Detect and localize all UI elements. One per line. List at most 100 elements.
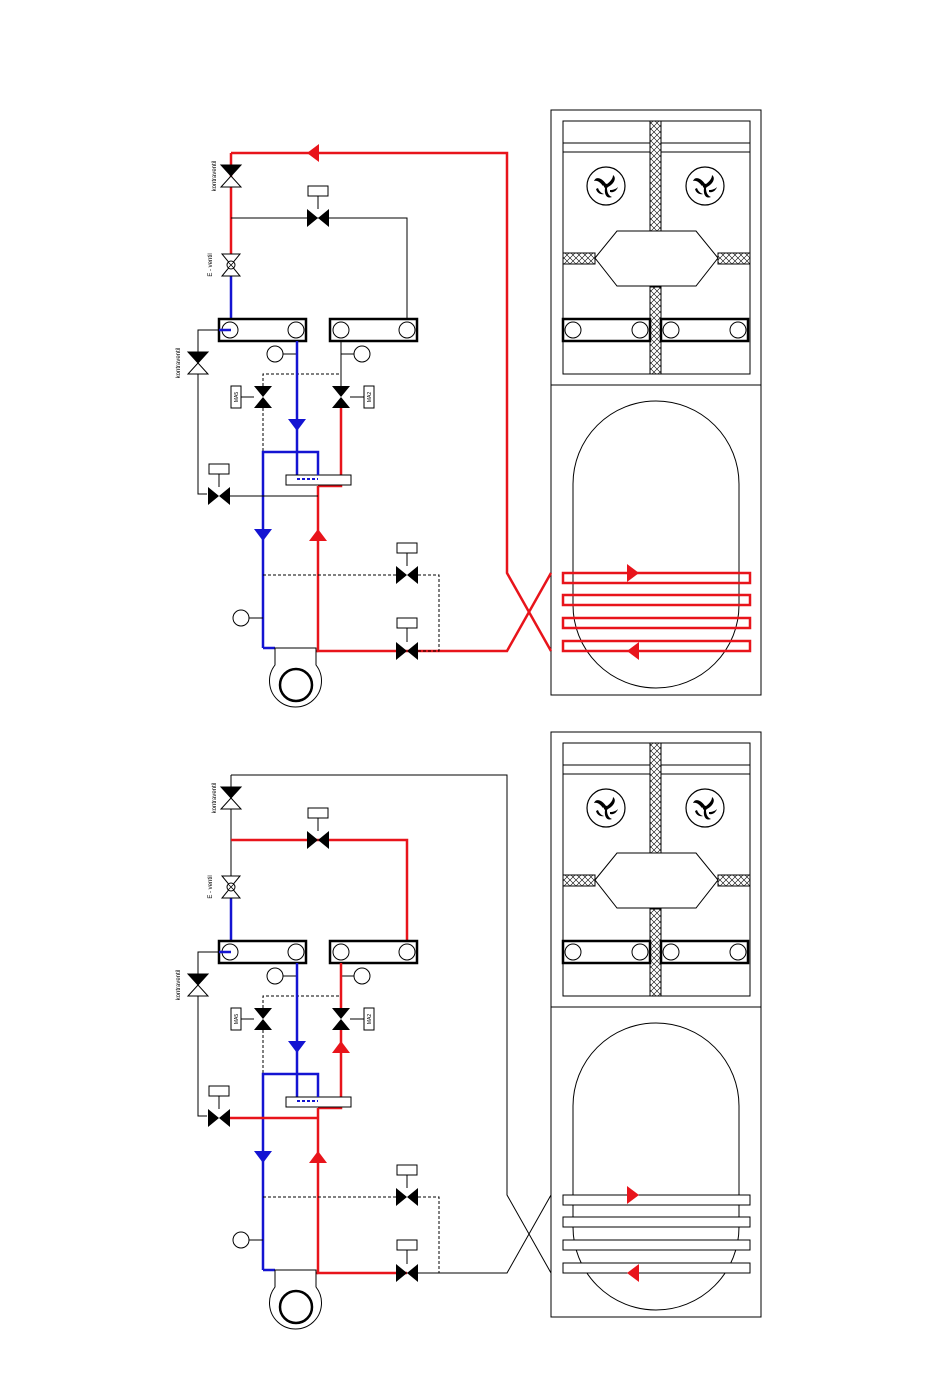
fan-icon (587, 167, 625, 205)
ma2-label: MA2 (367, 392, 373, 403)
coil-port (565, 322, 581, 338)
main-valve (396, 1264, 418, 1282)
check-valve (221, 165, 241, 187)
check-valve (188, 974, 208, 996)
hot-pipe (318, 1030, 341, 1108)
bypass-valve (396, 1188, 418, 1206)
fan-icon (686, 167, 724, 205)
check-valve (221, 787, 241, 809)
e-valve (222, 254, 240, 276)
hatched-divider (650, 909, 661, 996)
fan-icon (587, 789, 625, 827)
hatched-divider (650, 287, 661, 374)
sensor-icon (233, 610, 249, 626)
coil-loop (563, 1195, 750, 1205)
coil-loop (563, 1217, 750, 1227)
sensor-icon (354, 968, 370, 984)
heat-exchanger (595, 853, 718, 908)
bypass-pipe (231, 218, 407, 330)
ma5-label: MA5 (234, 392, 240, 403)
supply-pipe (407, 1195, 551, 1273)
control-line (263, 374, 341, 386)
check-valve-label: kontraventil (212, 161, 218, 192)
coil-port (730, 944, 746, 960)
ma5-valve (254, 1008, 272, 1030)
check-valve-label: kontraventil (176, 348, 182, 379)
ventilation-unit (551, 732, 761, 1317)
coil-port (730, 322, 746, 338)
bypass-valve (307, 831, 329, 849)
ventilation-unit (551, 110, 761, 695)
pump-rotor (280, 1291, 312, 1323)
flow-arrow (254, 529, 272, 541)
flow-arrow (332, 1041, 350, 1053)
coil-port (632, 322, 648, 338)
flow-arrow (307, 144, 319, 162)
flow-arrow (309, 529, 327, 541)
sensor-icon (267, 968, 283, 984)
actuator-box (308, 186, 328, 196)
flow-arrow (288, 1041, 306, 1053)
coil-port (663, 322, 679, 338)
coil-loop (563, 1240, 750, 1250)
control-line (418, 575, 439, 651)
hot-pipe (318, 408, 341, 486)
heat-exchanger (595, 231, 718, 286)
ma2-valve (332, 386, 350, 408)
actuator-box (397, 618, 417, 628)
hatched-divider (718, 875, 750, 886)
sensor-icon (354, 346, 370, 362)
actuator-box (308, 808, 328, 818)
ma2-valve (332, 1008, 350, 1030)
supply-pipe (407, 573, 551, 651)
mixing-box (286, 1097, 351, 1107)
control-line (263, 996, 341, 1008)
mixing-valve (208, 487, 230, 505)
hatched-divider (563, 253, 595, 264)
e-valve-label: E - ventil (208, 875, 214, 898)
bypass-pipe (231, 840, 407, 952)
main-valve (396, 642, 418, 660)
mixing-valve (208, 1109, 230, 1127)
hatched-divider (718, 253, 750, 264)
actuator-box (397, 543, 417, 553)
flow-arrow (309, 1151, 327, 1163)
ma5-label: MA5 (234, 1014, 240, 1025)
sensor-icon (267, 346, 283, 362)
e-valve (222, 876, 240, 898)
mixing-box (286, 475, 351, 485)
check-valve-label: kontraventil (212, 783, 218, 814)
hatched-divider (563, 875, 595, 886)
sensor-icon (233, 1232, 249, 1248)
coil-loop (563, 1263, 750, 1273)
bypass-valve (307, 209, 329, 227)
actuator-box (209, 1086, 229, 1096)
hot-pipe (318, 486, 407, 651)
hydraulic-circuit: kontraventil E - ventilMA5 MA2 kontraventil (176, 144, 551, 707)
unit-lower-box (551, 385, 761, 695)
e-valve-label: E - ventil (208, 253, 214, 276)
bypass-valve (396, 566, 418, 584)
check-valve-label: kontraventil (176, 970, 182, 1001)
hatched-divider (650, 121, 661, 231)
hatched-divider (650, 743, 661, 853)
coil-port (663, 944, 679, 960)
flow-arrow (288, 419, 306, 431)
coil-port (632, 944, 648, 960)
flow-arrow (254, 1151, 272, 1163)
port (399, 322, 415, 338)
port (399, 944, 415, 960)
return-pipe (231, 775, 551, 1273)
actuator-box (397, 1240, 417, 1250)
hot-pipe (318, 1108, 407, 1273)
port (333, 322, 349, 338)
return-pipe (231, 153, 551, 651)
pump-rotor (280, 669, 312, 701)
ma2-label: MA2 (367, 1014, 373, 1025)
coil-port (565, 944, 581, 960)
check-valve (188, 352, 208, 374)
